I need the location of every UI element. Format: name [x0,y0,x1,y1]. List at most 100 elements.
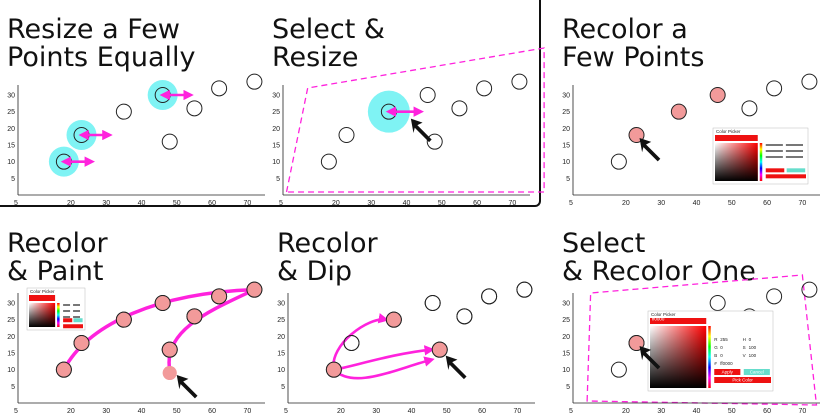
panel-title: Resize a Few Points Equally [7,14,196,73]
x-tick-label: 5 [14,200,18,207]
y-tick-label: 10 [562,367,570,374]
data-point [338,127,355,143]
x-tick-label: 30 [102,200,110,207]
x-tick-label: 70 [243,200,251,207]
data-point [766,80,783,97]
hex-input [29,295,56,301]
field-placeholder [73,310,80,312]
color-picker-title: Color Picker [651,312,676,317]
x-tick-label: 60 [208,408,216,415]
data-point-recolored [431,341,448,358]
y-tick-label: 5 [276,176,280,183]
y-tick-label: 10 [7,367,15,374]
field-label: V [743,353,746,358]
data-point [610,361,627,378]
x-tick-label: 50 [438,200,446,207]
field-value: 0 [720,353,723,358]
y-tick-label: 30 [277,301,285,308]
field-label: R [714,337,718,342]
data-point [343,335,360,351]
paint-stroke [62,287,256,372]
panel-title: Select & Recolor One [562,228,756,287]
y-tick-label: 20 [272,126,280,133]
y-tick-label: 10 [7,159,15,166]
y-tick-label: 5 [566,176,570,183]
data-point-recolored [55,361,72,378]
y-tick-label: 30 [7,301,15,308]
dip-arrow [333,345,435,371]
data-point [451,100,468,117]
data-point [481,288,498,305]
data-point-recolored [115,311,132,328]
apply-button [714,369,741,375]
y-tick-label: 5 [281,384,285,391]
x-tick-label: 40 [138,200,146,207]
x-tick-label: 20 [622,408,630,415]
field-placeholder [73,304,80,306]
x-tick-label: 50 [728,200,736,207]
data-point-recolored [246,281,263,298]
field-value: ff0000 [720,361,733,366]
data-point-recolored [709,87,726,103]
y-tick-label: 25 [272,109,280,116]
y-tick-label: 20 [277,334,285,341]
x-tick-label: 50 [443,408,451,415]
cursor-arrow-icon [445,355,467,380]
field-label: S [743,345,746,350]
data-point-recolored [670,103,687,120]
cursor-arrow-icon [639,346,661,370]
field-placeholder [765,150,783,152]
color-picker-panel[interactable]: Color Picker [26,287,86,331]
x-tick-label: 30 [102,408,110,415]
x-tick-label: 60 [478,408,486,415]
x-tick-label: 20 [67,408,75,415]
field-placeholder [63,316,71,318]
field-placeholder [63,304,71,306]
y-tick-label: 20 [562,334,570,341]
x-tick-label: 70 [508,200,516,207]
x-tick-label: 70 [243,408,251,415]
x-tick-label: 50 [173,408,181,415]
x-tick-label: 30 [657,200,665,207]
y-tick-label: 30 [272,93,280,100]
color-picker-panel[interactable]: Color Picker [712,127,809,185]
x-tick-label: 20 [67,200,75,207]
hex-input [715,135,758,141]
data-point-recolored [154,295,171,311]
data-point [456,308,473,325]
pick-color-button [714,377,771,383]
field-label: G [714,345,718,350]
field-placeholder [785,156,803,158]
y-tick-label: 25 [7,109,15,116]
data-point [801,281,818,298]
field-placeholder [785,150,803,152]
data-point [419,87,436,103]
cursor-arrow-icon [410,118,432,143]
dip-arrow [332,356,435,380]
apply-button [63,318,73,323]
x-tick-label: 30 [372,408,380,415]
selection-lasso [285,47,545,193]
data-point [516,281,533,298]
x-tick-label: 30 [657,408,665,415]
data-point [426,133,443,150]
y-tick-label: 5 [11,384,15,391]
y-tick-label: 30 [562,301,570,308]
x-tick-label: 70 [798,200,806,207]
hue-slider [708,326,711,388]
panel-title: Recolor & Dip [277,228,378,287]
field-value: 255 [720,337,728,342]
y-tick-label: 30 [7,93,15,100]
field-label: # [714,361,717,366]
x-tick-label: 50 [173,200,181,207]
data-point [610,153,627,170]
x-tick-label: 40 [693,200,701,207]
